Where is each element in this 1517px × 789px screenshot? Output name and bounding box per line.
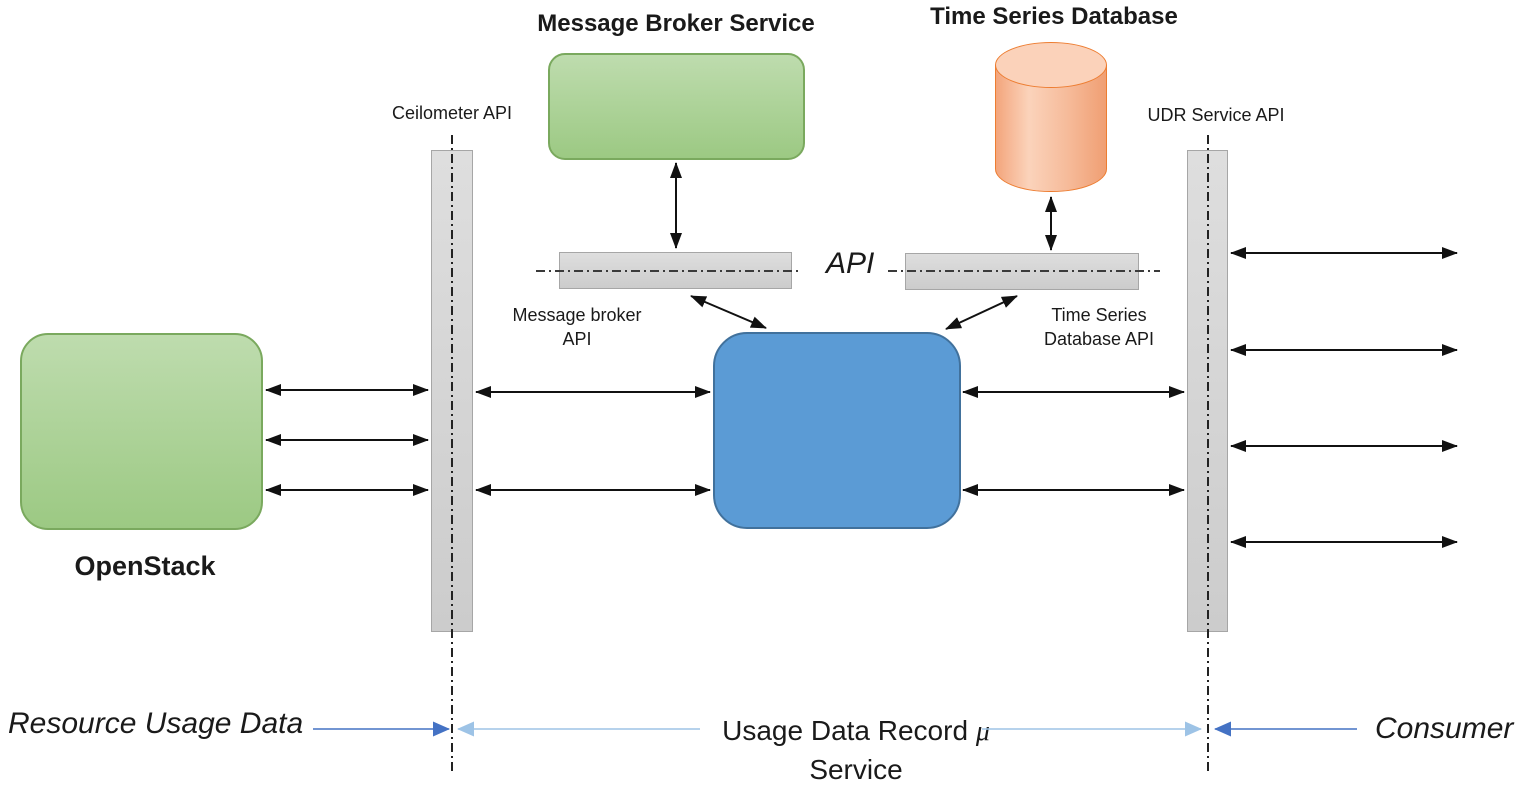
label-ceilometer-api: Ceilometer API [391, 103, 513, 123]
time-series-database-cylinder [995, 42, 1108, 194]
label-consumer: Consumer [1375, 712, 1514, 745]
udr-lifeline [1207, 135, 1209, 772]
label-time-series-database-api-line1: Time Series [1051, 305, 1147, 325]
label-time-series-database-api-line2: Database API [1043, 329, 1155, 349]
ceilometer-lifeline [451, 135, 453, 772]
arrow-brokerapi-udrservice [690, 295, 767, 329]
cylinder-top [995, 42, 1107, 88]
title-message-broker-service: Message Broker Service [537, 10, 815, 37]
label-usage-data-record-text: Usage Data Record [722, 715, 976, 746]
label-message-broker-api-line1: Message broker [512, 305, 642, 325]
openstack-box [20, 333, 263, 530]
label-udr-service-api: UDR Service API [1147, 105, 1285, 125]
api-axis-line-left [536, 270, 802, 272]
time-series-database-api-bar [905, 253, 1139, 290]
label-message-broker-api: Message broker API [477, 303, 677, 351]
label-time-series-database-api: Time Series Database API [999, 303, 1199, 351]
label-usage-data-record-service: Usage Data Record μ Service [656, 712, 1056, 789]
label-usage-data-record-line1: Usage Data Record μ [656, 712, 1056, 751]
title-time-series-database: Time Series Database [930, 3, 1178, 30]
label-usage-data-record-line2: Service [809, 754, 903, 785]
api-axis-line-right [888, 270, 1160, 272]
label-api: API [826, 247, 875, 280]
label-openstack: OpenStack [74, 551, 216, 581]
udr-service-box [713, 332, 961, 529]
label-usage-data-record-mu: μ [975, 716, 990, 747]
message-broker-service-box [548, 53, 805, 160]
label-resource-usage-data: Resource Usage Data [8, 707, 304, 740]
label-message-broker-api-line2: API [562, 329, 592, 349]
